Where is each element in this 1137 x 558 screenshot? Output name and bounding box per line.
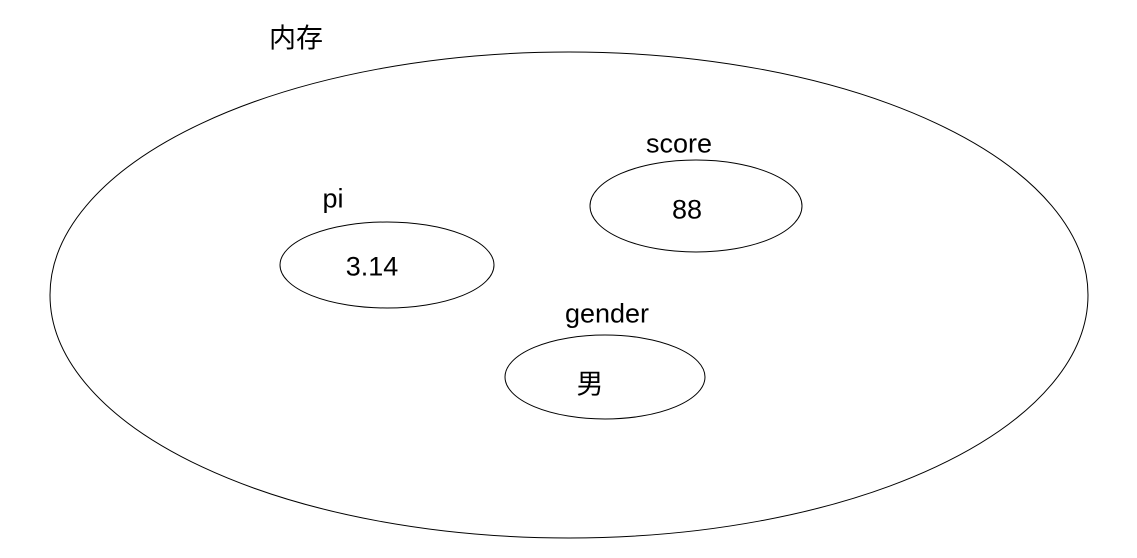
- variable-name-score: score: [645, 128, 713, 159]
- variable-ellipse-gender: [505, 335, 705, 419]
- memory-container-label: 内存: [269, 23, 323, 54]
- variable-name-pi: pi: [322, 183, 344, 214]
- variable-name-gender: gender: [564, 298, 650, 329]
- variable-value-pi: 3.14: [345, 251, 399, 282]
- variable-ellipse-pi: [280, 222, 494, 308]
- variable-ellipse-score: [590, 160, 802, 252]
- variable-value-gender: 男: [576, 369, 604, 400]
- variable-value-score: 88: [671, 194, 703, 225]
- memory-container-ellipse: [50, 52, 1088, 538]
